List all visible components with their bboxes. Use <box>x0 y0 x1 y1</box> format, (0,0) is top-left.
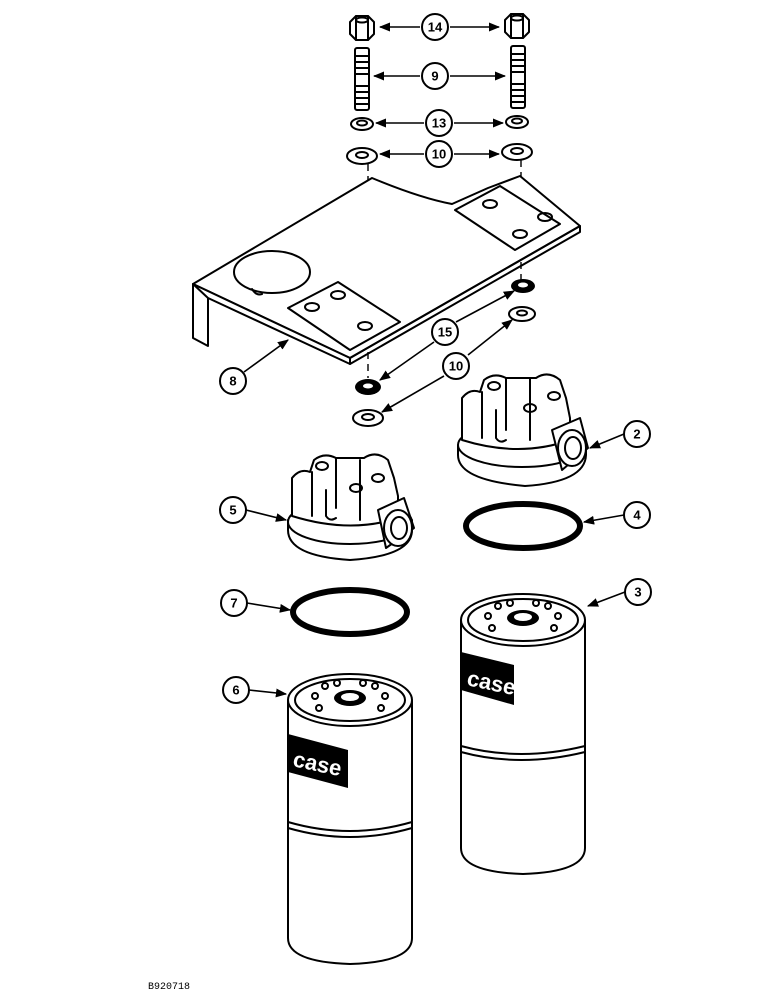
svg-text:7: 7 <box>230 596 237 611</box>
callout-7: 7 <box>220 589 248 617</box>
svg-text:9: 9 <box>431 69 438 84</box>
callout-3: 3 <box>624 578 652 606</box>
o-ring-right <box>463 501 583 551</box>
figure-id: B920718 <box>148 982 191 993</box>
svg-text:4: 4 <box>633 508 641 523</box>
flat-washer-bottom-right <box>508 306 536 322</box>
o-ring-left <box>290 587 410 637</box>
callout-2: 2 <box>623 420 651 448</box>
flat-washer-bottom-left <box>352 409 384 427</box>
flat-washer-top-left <box>346 147 378 165</box>
svg-text:6: 6 <box>232 683 239 698</box>
filter-element-right: case <box>460 593 586 875</box>
callout-14: 14 <box>421 13 449 41</box>
callout-8: 8 <box>219 367 247 395</box>
svg-text:2: 2 <box>633 427 640 442</box>
flat-washer-top-right <box>501 143 533 161</box>
svg-text:15: 15 <box>438 325 452 340</box>
stud-left <box>354 47 370 111</box>
nut-left <box>349 15 375 41</box>
callout-13: 13 <box>425 109 453 137</box>
svg-text:5: 5 <box>229 503 236 518</box>
svg-text:10: 10 <box>432 147 446 162</box>
stud-right <box>510 45 526 109</box>
seal-washer-right <box>511 279 535 293</box>
nut-right <box>504 13 530 39</box>
mounting-bracket <box>192 175 581 365</box>
callout-10-top: 10 <box>425 140 453 168</box>
callout-10-bottom: 10 <box>442 352 470 380</box>
callout-6: 6 <box>222 676 250 704</box>
svg-text:13: 13 <box>432 116 446 131</box>
lock-washer-right <box>505 115 529 129</box>
svg-text:10: 10 <box>449 359 463 374</box>
seal-washer-left <box>355 379 381 395</box>
callout-4: 4 <box>623 501 651 529</box>
callout-9: 9 <box>421 62 449 90</box>
lock-washer-left <box>350 117 374 131</box>
filter-element-left: case <box>287 673 413 965</box>
callout-5: 5 <box>219 496 247 524</box>
filter-head-right <box>457 373 589 487</box>
svg-text:3: 3 <box>634 585 641 600</box>
filter-head-left <box>287 453 415 561</box>
callout-15: 15 <box>431 318 459 346</box>
svg-text:14: 14 <box>428 20 443 35</box>
svg-text:8: 8 <box>229 374 236 389</box>
